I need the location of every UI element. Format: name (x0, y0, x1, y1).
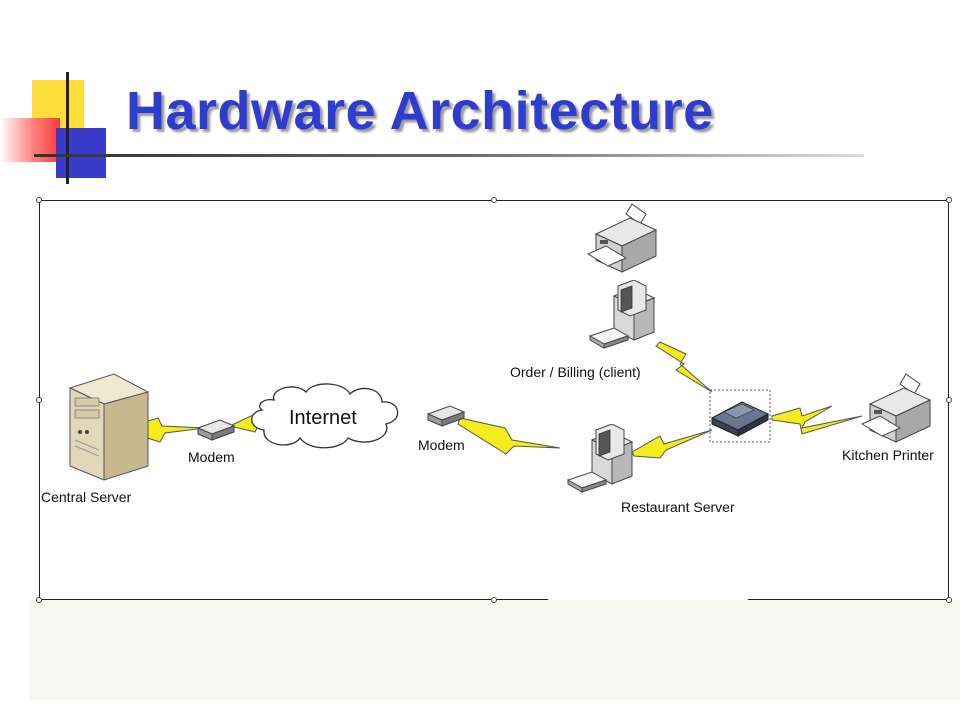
title-underline (34, 154, 864, 157)
resize-handle-bottom-middle[interactable] (491, 597, 497, 603)
resize-handle-top-middle[interactable] (491, 197, 497, 203)
network-hub-icon (710, 401, 770, 437)
kitchen-printer-icon (860, 373, 932, 443)
restaurant-server-computer-icon (566, 424, 634, 493)
white-patch (548, 520, 748, 600)
link-client-to-hub (655, 341, 713, 393)
modem-left-label: Modem (188, 449, 235, 465)
resize-handle-top-left[interactable] (36, 197, 42, 203)
slide-lower-background (30, 600, 960, 700)
kitchen-printer-label: Kitchen Printer (842, 447, 934, 463)
client-printer-icon (586, 203, 658, 273)
restaurant-server-label: Restaurant Server (621, 499, 735, 515)
resize-handle-middle-left[interactable] (36, 397, 42, 403)
modem-icon-left (196, 419, 236, 441)
central-server-icon (68, 373, 150, 481)
internet-cloud-shape (251, 383, 399, 449)
internet-label: Internet (289, 407, 357, 429)
resize-handle-middle-right[interactable] (946, 397, 952, 403)
client-computer-icon (588, 280, 656, 349)
deco-vertical-line (66, 72, 69, 184)
deco-blue-square (56, 128, 106, 178)
link-hub-to-printer (771, 405, 863, 435)
modem-icon-right (426, 405, 466, 427)
resize-handle-bottom-left[interactable] (36, 597, 42, 603)
resize-handle-bottom-right[interactable] (946, 597, 952, 603)
resize-handle-top-right[interactable] (946, 197, 952, 203)
modem-right-label: Modem (418, 437, 465, 453)
hub-selection-box (709, 389, 771, 443)
link-modem-to-restaurant (457, 417, 561, 455)
central-server-label: Central Server (41, 489, 132, 505)
link-restaurant-to-hub (631, 429, 713, 459)
order-billing-label: Order / Billing (client) (510, 364, 641, 380)
slide-title: Hardware Architecture (126, 81, 714, 141)
